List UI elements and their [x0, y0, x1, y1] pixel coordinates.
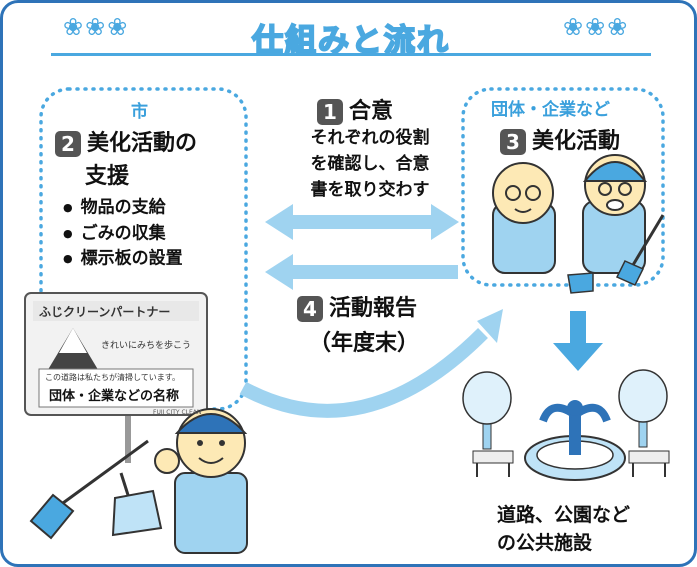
public-line2: の公共施設 — [497, 532, 593, 554]
groups-heading-text: 美化活動 — [532, 129, 621, 154]
dustpan-icon — [111, 472, 163, 537]
step1-label: 合意 — [349, 99, 394, 124]
support-curve-arrowhead — [477, 309, 503, 343]
list-item: 標示板の設置 — [63, 246, 183, 272]
list-item: ごみの収集 — [63, 221, 183, 247]
tulip-icon: ❀❀❀ — [563, 13, 630, 41]
city-label: 市 — [131, 102, 148, 122]
step4-label: 活動報告 — [329, 296, 418, 321]
groups-box — [461, 87, 665, 287]
agreement-arrow — [265, 204, 459, 240]
step-number-1: 1 — [317, 99, 343, 125]
city-heading-line1: 美化活動の — [87, 131, 198, 156]
page-title: 仕組みと流れ — [251, 22, 450, 60]
step-number-3: 3 — [500, 129, 526, 155]
sign-name-text: 団体・企業などの名称 — [49, 389, 180, 404]
public-facilities-label: 道路、公園など の公共施設 — [497, 501, 630, 557]
tree-icon — [462, 371, 512, 450]
step1-desc-line2: を確認し、合意 — [310, 154, 430, 174]
tree-icon — [618, 369, 668, 448]
report-arrow — [265, 254, 458, 290]
sign-footer: FUJI CITY CLEAN — [153, 409, 202, 416]
groups-label: 団体・企業など — [491, 100, 610, 120]
sign-small-text: この道路は私たちが清掃しています。 — [45, 373, 180, 382]
bench-icon — [628, 450, 670, 477]
mascot-thumbs-up — [154, 408, 248, 554]
support-curve-arrow — [239, 328, 488, 418]
list-item: 物品の支給 — [63, 195, 183, 221]
step1-desc-line3: 書を取り交わす — [310, 180, 430, 200]
city-support-list: 物品の支給 ごみの収集 標示板の設置 — [63, 195, 183, 272]
volunteers-illustration — [492, 154, 665, 294]
step-number-2: 2 — [55, 131, 81, 157]
broom-icon — [29, 439, 149, 540]
bench-icon — [472, 450, 514, 477]
title-bar: 仕組みと流れ — [51, 13, 651, 60]
fountain-icon — [524, 400, 626, 481]
step1-desc-line1: それぞれの役割 — [310, 128, 430, 148]
down-arrow — [553, 311, 603, 371]
step-number-4: 4 — [297, 296, 323, 322]
step4-sub: （年度末） — [309, 331, 420, 356]
sign-bubble: きれいにみちを歩こう — [101, 341, 192, 351]
sign-header: ふじクリーンパートナー — [39, 305, 171, 319]
public-line1: 道路、公園など — [497, 504, 631, 526]
step1-description: それぞれの役割 を確認し、合意 書を取り交わす — [285, 125, 455, 203]
diagram-graphics — [24, 87, 670, 554]
tulip-icon: ❀❀❀ — [63, 13, 130, 41]
city-heading-line2: 支援 — [85, 164, 130, 189]
